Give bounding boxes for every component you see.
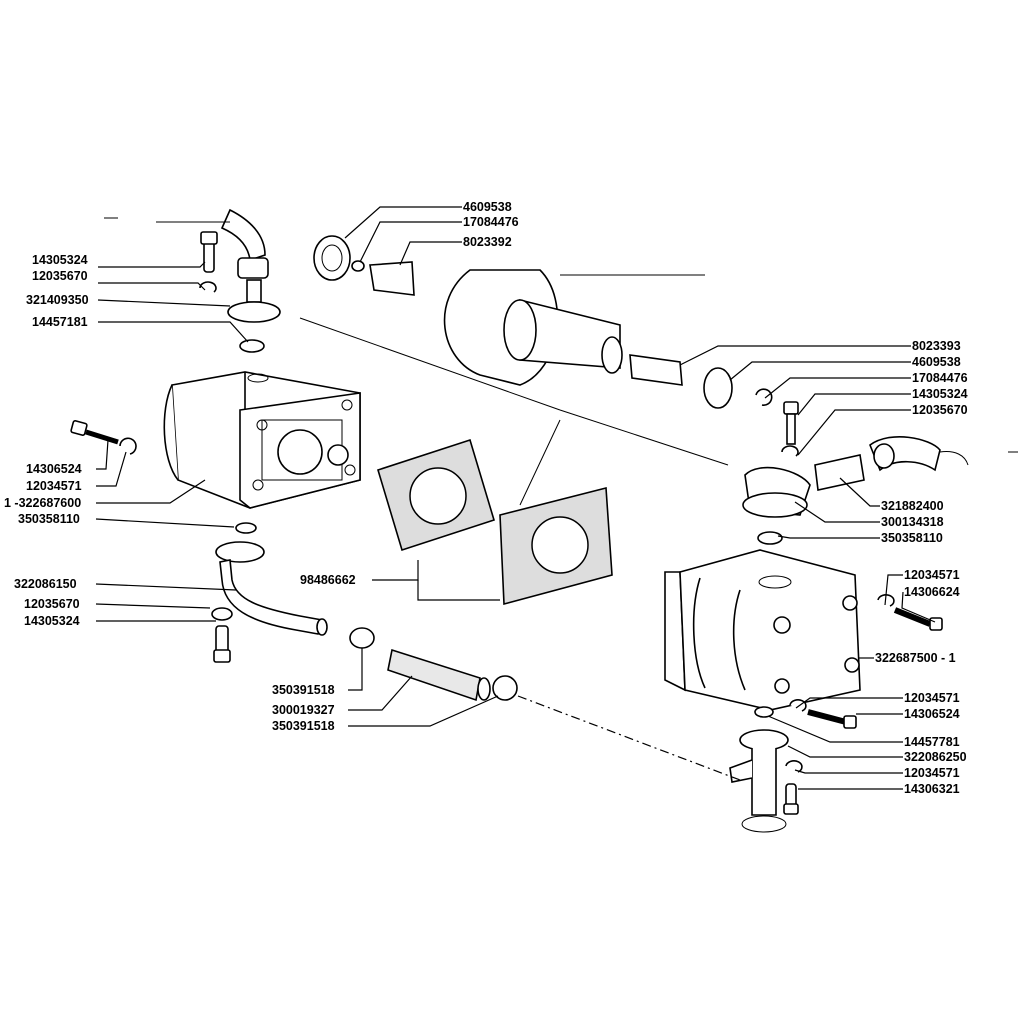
label-14306524-left: 14306524 [26, 462, 82, 476]
label-321409350: 321409350 [26, 293, 89, 307]
label-322086150: 322086150 [14, 577, 77, 591]
label-98486662: 98486662 [300, 573, 356, 587]
label-300019327: 300019327 [272, 703, 335, 717]
label-12034571-left: 12034571 [26, 479, 82, 493]
label-12034571-r1: 12034571 [904, 568, 960, 582]
label-300134318: 300134318 [881, 515, 944, 529]
label-350391518-b: 350391518 [272, 719, 335, 733]
label-17084476-top: 17084476 [463, 215, 519, 229]
label-14306524-right: 14306524 [904, 707, 960, 721]
label-4609538-top: 4609538 [463, 200, 512, 214]
right-hydraulic-pump [664, 549, 943, 729]
label-350358110-right: 350358110 [881, 531, 943, 545]
left-bolt [70, 420, 137, 455]
hose-and-clamps [349, 627, 518, 702]
label-12035670-left: 12035670 [32, 269, 88, 283]
leader-lines [95, 206, 936, 790]
label-8023392: 8023392 [463, 235, 512, 249]
label-350358110-left: 350358110 [18, 512, 80, 526]
left-elbow-fitting [199, 208, 281, 353]
label-350391518-a: 350391518 [272, 683, 335, 697]
left-hydraulic-pump [163, 371, 361, 509]
label-14457181: 14457181 [32, 315, 88, 329]
label-322687600: 1 -322687600 [4, 496, 81, 510]
label-8023393: 8023393 [912, 339, 961, 353]
right-suction-elbow [729, 706, 803, 833]
label-12035670-left2: 12035670 [24, 597, 80, 611]
left-suction-pipe [211, 522, 328, 663]
assembly-lines [104, 217, 1018, 781]
label-17084476-right: 17084476 [912, 371, 968, 385]
label-12035670-right: 12035670 [912, 403, 968, 417]
label-14306321: 14306321 [904, 782, 960, 796]
gaskets [377, 438, 613, 606]
label-12034571-r2: 12034571 [904, 691, 960, 705]
label-14305324-left2: 14305324 [24, 614, 80, 628]
label-14306624: 14306624 [904, 585, 960, 599]
label-321882400: 321882400 [881, 499, 944, 513]
right-fittings [742, 401, 941, 545]
label-14305324-right: 14305324 [912, 387, 968, 401]
label-14305324-left: 14305324 [32, 253, 88, 267]
label-322086250: 322086250 [904, 750, 967, 764]
part-number-labels: 4609538 17084476 8023392 8023393 4609538… [4, 200, 968, 796]
drive-gear-shaft [313, 235, 773, 409]
label-322687500: 322687500 - 1 [875, 651, 956, 665]
label-4609538-right: 4609538 [912, 355, 961, 369]
label-12034571-r3: 12034571 [904, 766, 960, 780]
label-14457781: 14457781 [904, 735, 960, 749]
